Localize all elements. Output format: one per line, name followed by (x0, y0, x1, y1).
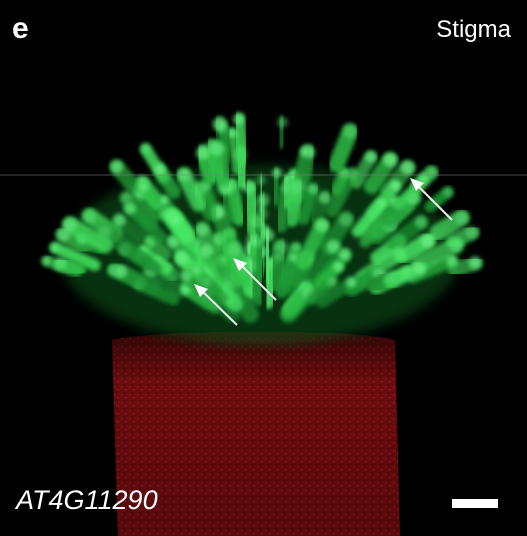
papilla-tip (195, 146, 210, 160)
papilla-tip (465, 225, 479, 239)
papilla (316, 276, 358, 308)
papilla-tip (415, 216, 428, 229)
papilla (275, 251, 300, 299)
arrow-icon (194, 284, 238, 326)
papilla-tip (400, 161, 415, 175)
papilla-tip (255, 175, 267, 186)
papilla-tip (191, 265, 202, 276)
papilla-tip (383, 153, 397, 167)
papilla-tip (170, 215, 181, 226)
papilla-tip (253, 237, 263, 248)
papilla-tip (443, 187, 453, 198)
papilla (351, 197, 388, 238)
papilla-tip (468, 256, 482, 270)
gene-label: AT4G11290 (16, 485, 158, 515)
papilla-tip (140, 144, 151, 155)
papilla (179, 283, 221, 314)
papilla-tip (63, 217, 77, 232)
papilla-tip (254, 196, 269, 211)
papilla-tip (262, 229, 275, 242)
papilla-tip (50, 242, 61, 253)
papilla-tip (42, 256, 52, 266)
papilla (123, 201, 168, 245)
papilla-tip (376, 198, 387, 209)
arrow-icon (233, 258, 277, 301)
arrow-icon (410, 178, 453, 221)
papilla (62, 216, 114, 254)
papilla-tip (195, 223, 209, 237)
papilla-tip (113, 214, 126, 227)
papilla-tip (412, 262, 426, 275)
papilla-tip (343, 124, 358, 139)
papilla-tip (420, 234, 435, 248)
papilla-tip (110, 160, 124, 174)
papilla-tip (243, 181, 256, 194)
papilla-tip (166, 235, 179, 248)
papilla (325, 167, 359, 218)
papilla-tip (212, 117, 227, 131)
papilla-tip (339, 212, 353, 227)
papilla-tip (272, 168, 282, 178)
papilla (49, 241, 101, 271)
style-tissue (112, 331, 400, 536)
papilla (226, 127, 244, 176)
papilla-tip (338, 248, 351, 261)
papilla-tip (154, 163, 166, 175)
papilla-tip (274, 240, 288, 255)
papilla-tip (365, 151, 377, 163)
papilla-tip (318, 191, 331, 204)
papilla-tip (175, 251, 188, 265)
papilla-tip (199, 243, 214, 258)
papilla-tip (290, 243, 301, 254)
tissue-label: Stigma (436, 16, 511, 43)
papilla-tip (139, 182, 149, 192)
papilla-tip (290, 180, 305, 194)
papilla-tip (346, 277, 357, 288)
papilla-tip (307, 184, 319, 195)
stigmatic-papillae (41, 112, 483, 324)
papilla-tip (114, 265, 128, 278)
panel-letter: e (12, 12, 29, 45)
papilla (274, 181, 293, 233)
papilla-tip (250, 215, 264, 229)
papilla-tip (277, 116, 288, 128)
papilla (259, 228, 276, 285)
papilla-tip (326, 240, 341, 254)
papilla-tip (300, 146, 311, 157)
papilla-tip (83, 209, 97, 223)
papilla (295, 217, 330, 270)
papilla (359, 195, 401, 239)
papilla-tip (227, 242, 242, 257)
papilla-tip (454, 210, 469, 225)
scale-bar (452, 499, 498, 508)
papilla-tip (124, 202, 136, 215)
papilla-tip (54, 257, 67, 270)
papilla-tip (419, 174, 429, 184)
papilla-tip (273, 251, 284, 263)
papilla-tip (180, 270, 193, 283)
papilla-tip (326, 276, 337, 287)
papilla (231, 112, 251, 167)
papilla-tip (346, 168, 358, 180)
papilla-tip (333, 261, 344, 272)
papilla-tip (180, 284, 191, 295)
papilla-tip (210, 141, 224, 156)
papilla-tip (390, 180, 401, 191)
papilla-tip (120, 192, 133, 205)
papilla-tip (315, 219, 329, 233)
papilla-tip (201, 276, 212, 287)
papilla-tip (232, 113, 245, 126)
